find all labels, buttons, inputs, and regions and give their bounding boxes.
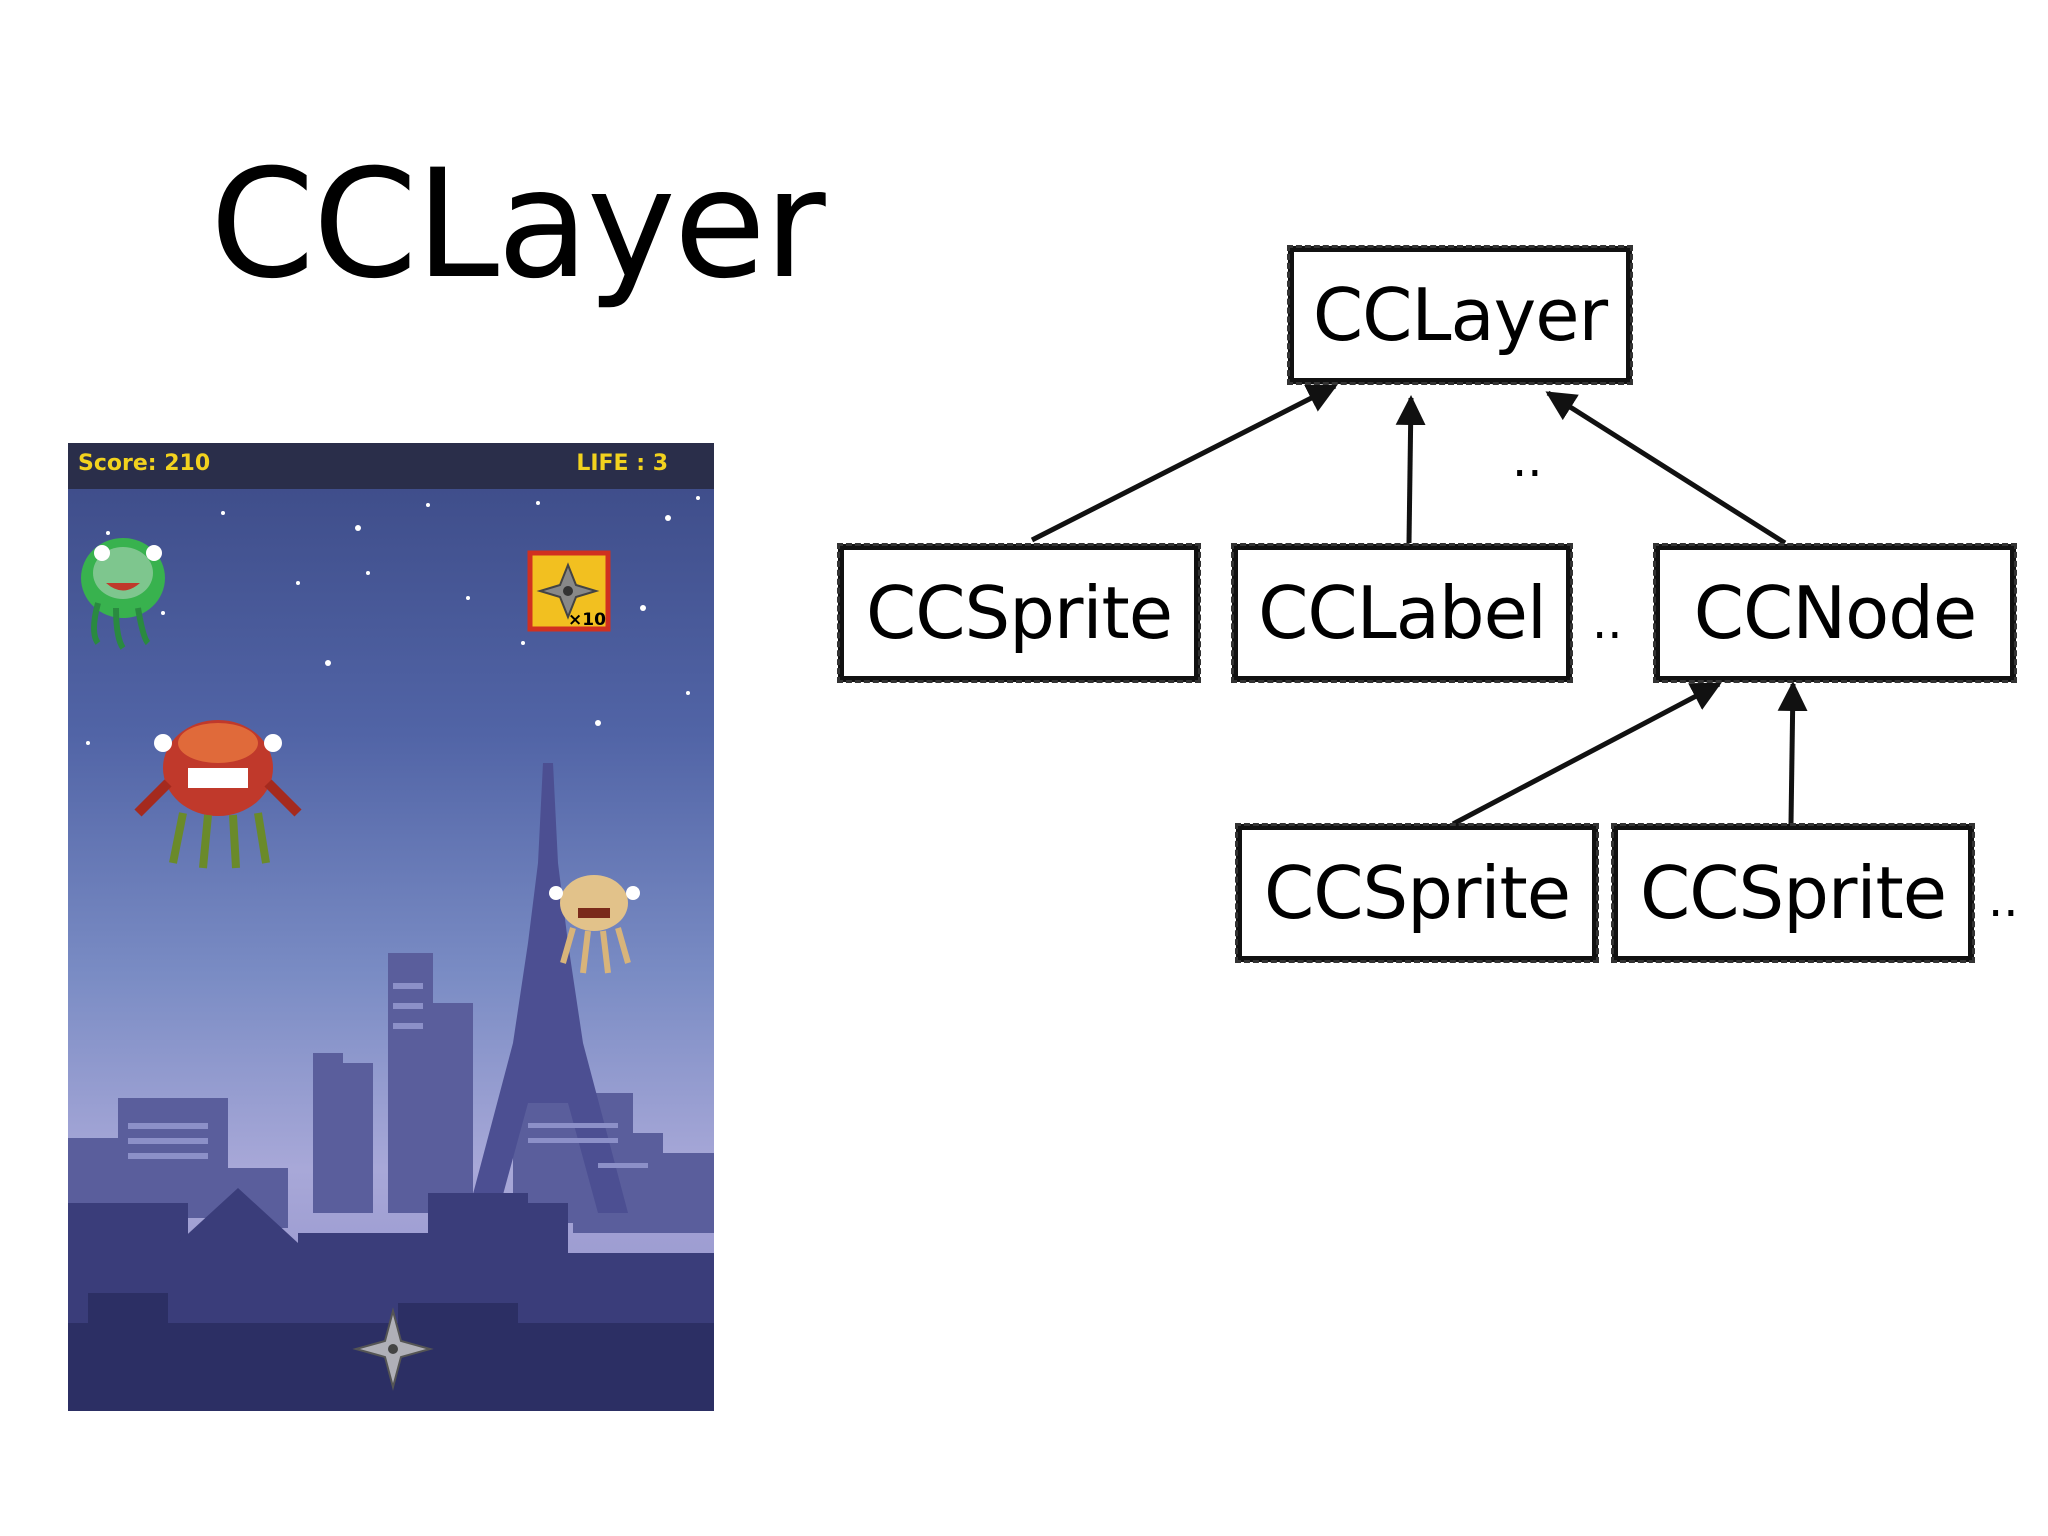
tan-monster-sprite	[549, 875, 640, 974]
arrow-ccsprite-to-ccnode	[1451, 681, 1722, 827]
red-monster-sprite	[134, 720, 302, 869]
node-ccsprite-child-2: CCSprite	[1611, 823, 1975, 963]
game-screenshot: ×10 Score: 210 LIFE : 3	[68, 443, 714, 1411]
node-ccsprite: CCSprite	[837, 543, 1201, 683]
player-shuriken-icon[interactable]	[352, 1307, 434, 1391]
arrow-ccsprite-to-cclayer	[1030, 383, 1338, 543]
eiffel-tower	[468, 763, 628, 1213]
windows	[128, 983, 648, 1168]
arrow-ccsprite2-to-ccnode	[1777, 681, 1808, 825]
node-cclabel: CCLabel	[1231, 543, 1573, 683]
score-label: Score: 210	[78, 451, 211, 476]
stars	[86, 496, 700, 745]
node-ccnode: CCNode	[1653, 543, 2017, 683]
ellipsis-above: ..	[1512, 432, 1543, 488]
ellipsis-middle: ..	[1592, 594, 1623, 650]
arrow-cclabel-to-cclayer	[1395, 395, 1426, 544]
life-label: LIFE : 3	[576, 451, 668, 476]
game-scene: ×10	[68, 496, 714, 1411]
game-hud: Score: 210 LIFE : 3	[68, 443, 714, 489]
ellipsis-bottom: ..	[1988, 872, 2019, 928]
green-monster-sprite	[81, 538, 165, 650]
shuriken-powerup-icon	[527, 550, 611, 632]
powerup-count-label: ×10	[568, 610, 606, 630]
node-cclayer: CCLayer	[1287, 245, 1633, 385]
slide-title: CCLayer	[210, 138, 826, 312]
arrow-ccnode-to-cclayer	[1545, 390, 1787, 546]
node-ccsprite-child-1: CCSprite	[1235, 823, 1599, 963]
